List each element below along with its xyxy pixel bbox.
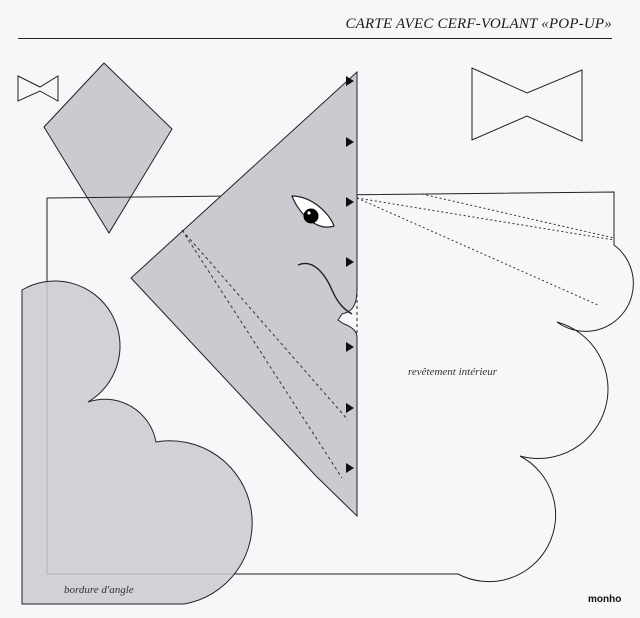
interior-lining-label: revêtement intérieur bbox=[408, 366, 498, 378]
fold-marker bbox=[346, 257, 354, 267]
watermark: monho bbox=[588, 594, 622, 605]
title-rule bbox=[18, 38, 612, 39]
eye-icon bbox=[291, 195, 335, 228]
mouth-curve bbox=[297, 262, 353, 315]
fold-marker bbox=[346, 76, 354, 86]
bow-tie-small-icon bbox=[17, 75, 59, 102]
fold-marker bbox=[346, 463, 354, 473]
fold-marker bbox=[346, 403, 354, 413]
fold-line-3 bbox=[356, 197, 599, 306]
fold-marker bbox=[346, 342, 354, 352]
fold-line-1 bbox=[356, 197, 615, 241]
corner-border-panel bbox=[21, 280, 253, 605]
kite-half-shape bbox=[130, 70, 358, 518]
bow-tie-large-icon bbox=[471, 67, 583, 142]
fold-marker bbox=[346, 197, 354, 207]
corner-border-label: bordure d'angle bbox=[64, 584, 134, 596]
kite-diamond-small bbox=[43, 62, 173, 234]
interior-lining-panel bbox=[46, 191, 634, 583]
kite-diagonal-fold-1 bbox=[181, 229, 343, 479]
kite-diagonal-fold-2 bbox=[181, 229, 349, 421]
fold-marker bbox=[346, 137, 354, 147]
fold-markers bbox=[346, 76, 354, 473]
page-title: CARTE AVEC CERF-VOLANT «POP-UP» bbox=[345, 16, 612, 32]
fold-line-2 bbox=[421, 193, 615, 239]
